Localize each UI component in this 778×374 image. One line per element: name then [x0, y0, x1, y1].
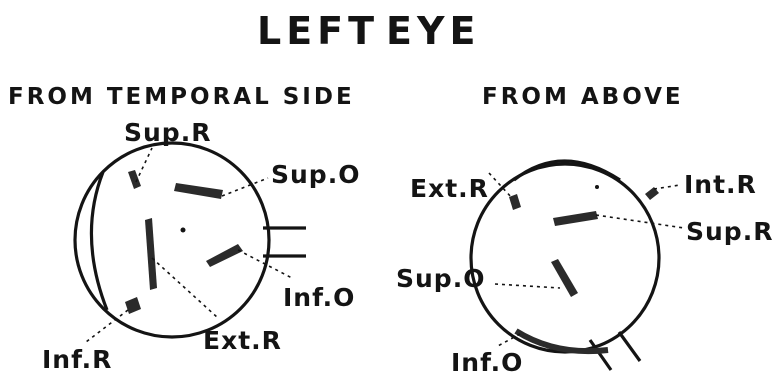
- label-inf-o-temporal: Inf.O: [283, 283, 355, 312]
- sup-r-insertion-above: [553, 211, 598, 226]
- cornea-temporal: [89, 171, 109, 311]
- sup-r-leader-above: [595, 214, 685, 229]
- sup-r-insertion-temporal: [128, 170, 141, 189]
- inf-o-leader-temporal: [237, 249, 293, 279]
- above-view: Ext.R Int.R Sup.R Sup.O Inf.O: [396, 159, 773, 374]
- heading-temporal-side: FROM TEMPORAL SIDE: [8, 84, 355, 110]
- label-inf-o-above: Inf.O: [451, 348, 523, 374]
- optic-nerve-temporal: [263, 226, 306, 258]
- inf-o-leader-above: [495, 333, 521, 348]
- label-sup-o-temporal: Sup.O: [271, 160, 360, 189]
- center-dot-temporal: [180, 227, 186, 233]
- int-r-insertion-above: [645, 187, 659, 200]
- label-sup-o-above: Sup.O: [396, 264, 485, 293]
- optic-nerve-above: [588, 331, 642, 371]
- label-sup-r-temporal: Sup.R: [124, 118, 211, 147]
- inf-o-insertion-temporal: [206, 244, 243, 267]
- eyeball-temporal: [73, 141, 271, 339]
- label-inf-r-temporal: Inf.R: [42, 345, 112, 374]
- label-int-r-above: Int.R: [684, 170, 757, 199]
- sup-r-leader-temporal: [135, 147, 153, 183]
- label-sup-r-above: Sup.R: [686, 217, 773, 246]
- sup-o-insertion-above: [551, 259, 578, 297]
- center-dot-above: [595, 185, 599, 189]
- ext-r-insertion-temporal: [145, 218, 157, 290]
- sup-o-leader-above: [494, 283, 561, 289]
- eyeball-above: [469, 162, 661, 354]
- inf-r-leader-temporal: [85, 309, 129, 343]
- ext-r-leader-temporal: [151, 257, 219, 319]
- inf-r-insertion-temporal: [125, 297, 141, 314]
- inf-o-insertion-above: [514, 328, 609, 355]
- cornea-above: [513, 159, 621, 182]
- heading-from-above: FROM ABOVE: [482, 84, 684, 110]
- sup-o-leader-temporal: [221, 177, 269, 197]
- sup-o-insertion-temporal: [174, 183, 223, 199]
- temporal-view: Sup.R Sup.O Inf.O Ext.R Inf.R: [42, 118, 360, 374]
- ext-r-insertion-above: [509, 194, 521, 210]
- title-right: EYE: [386, 9, 480, 53]
- label-ext-r-above: Ext.R: [410, 174, 489, 203]
- label-ext-r-temporal: Ext.R: [203, 326, 282, 355]
- title-left: LEFT: [257, 9, 379, 53]
- ext-r-leader-above: [488, 172, 513, 199]
- int-r-leader-above: [653, 184, 681, 190]
